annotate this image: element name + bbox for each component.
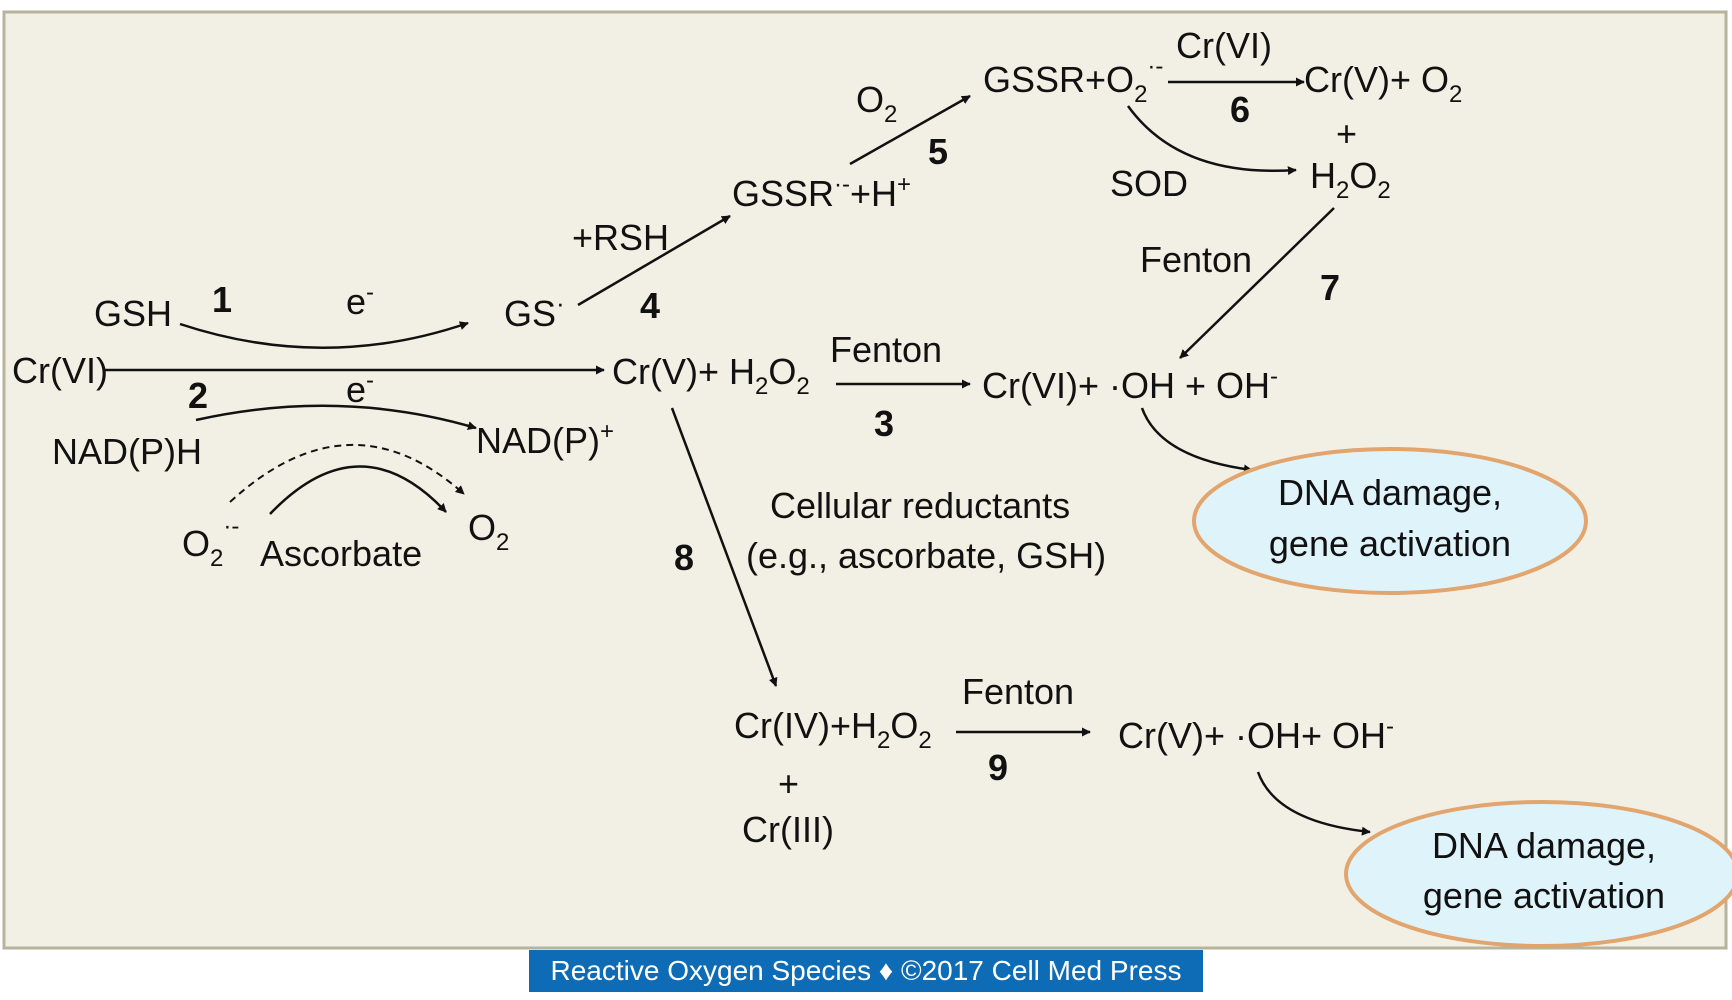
step-number-2: 2 [188,375,208,416]
superoxide-left-label: O2·- [182,513,239,572]
step-number-9: 9 [988,747,1008,788]
cr5-h2o2-label: Cr(V)+ H2O2 [612,351,810,400]
step-number-4: 4 [640,285,660,326]
nadph-label: NAD(P)H [52,431,202,472]
arrow-nadph-to-nadp [195,404,477,431]
arrow-ascorbate-to-o2 [269,465,447,515]
h2o2-top-label: H2O2 [1310,155,1391,204]
cr5-hydroxyl-label: Cr(V)+ ·OH+ OH- [1118,713,1394,756]
cr6-left-label: Cr(VI) [12,350,108,391]
dna-damage-2-line1: DNA damage, [1432,825,1656,866]
cr5-o2-label: Cr(V)+ O2 [1304,59,1462,108]
plus-top-label: + [1336,113,1357,154]
rsh-label: +RSH [572,217,669,258]
step-number-1: 1 [212,279,232,320]
dna-damage-1-line1: DNA damage, [1278,472,1502,513]
step-number-5: 5 [928,131,948,172]
plus-bottom-label: + [778,763,799,804]
dna-damage-2-line2: gene activation [1423,875,1665,916]
arrow-to-dna-damage-2 [1256,771,1371,836]
cr6-top-label: Cr(VI) [1176,25,1272,66]
cellular-reductants-line2: (e.g., ascorbate, GSH) [746,535,1106,576]
dna-damage-ellipse-2 [1344,800,1732,948]
cr3-label: Cr(III) [742,809,834,850]
arrow-reaction-7 [1179,207,1335,359]
ascorbate-label: Ascorbate [260,533,422,574]
electron-label-1: e- [346,279,374,322]
electron-label-2: e- [346,367,374,410]
gsh-label: GSH [94,293,172,334]
nadp-plus-label: NAD(P)+ [476,418,614,461]
fenton-top-label: Fenton [1140,239,1252,280]
step-number-6: 6 [1230,89,1250,130]
copyright-caption: Reactive Oxygen Species ♦ ©2017 Cell Med… [529,950,1203,992]
gs-radical-label: GS· [504,288,565,334]
gssr-superoxide-label: GSSR+O2·- [983,53,1163,108]
o2-product-label: O2 [468,507,509,556]
arrow-to-dna-damage-1 [1140,407,1253,474]
arrow-gsh-to-gs [179,321,469,349]
fenton-mid-label: Fenton [830,329,942,370]
arrow-gs-to-gssr-radical [577,214,731,307]
arrow-sod-dismutation [1126,105,1297,176]
cellular-reductants-line1: Cellular reductants [770,485,1070,526]
arrow-gssr-radical-to-gssr [849,94,971,166]
fenton-bottom-label: Fenton [962,671,1074,712]
step-number-7: 7 [1320,267,1340,308]
arrow-reaction-8 [670,407,778,687]
sod-label: SOD [1110,163,1188,204]
step-number-8: 8 [674,537,694,578]
gssr-radical-label: GSSR·-+H+ [732,171,911,214]
cr6-hydroxyl-label: Cr(VI)+ ·OH + OH- [982,363,1278,406]
o2-reactant-label: O2 [856,79,897,128]
cr4-h2o2-label: Cr(IV)+H2O2 [734,705,932,754]
dna-damage-ellipse-1 [1192,447,1588,595]
step-number-3: 3 [874,403,894,444]
dashed-arrow-superoxide-to-o2 [229,443,465,503]
dna-damage-1-line2: gene activation [1269,523,1511,564]
